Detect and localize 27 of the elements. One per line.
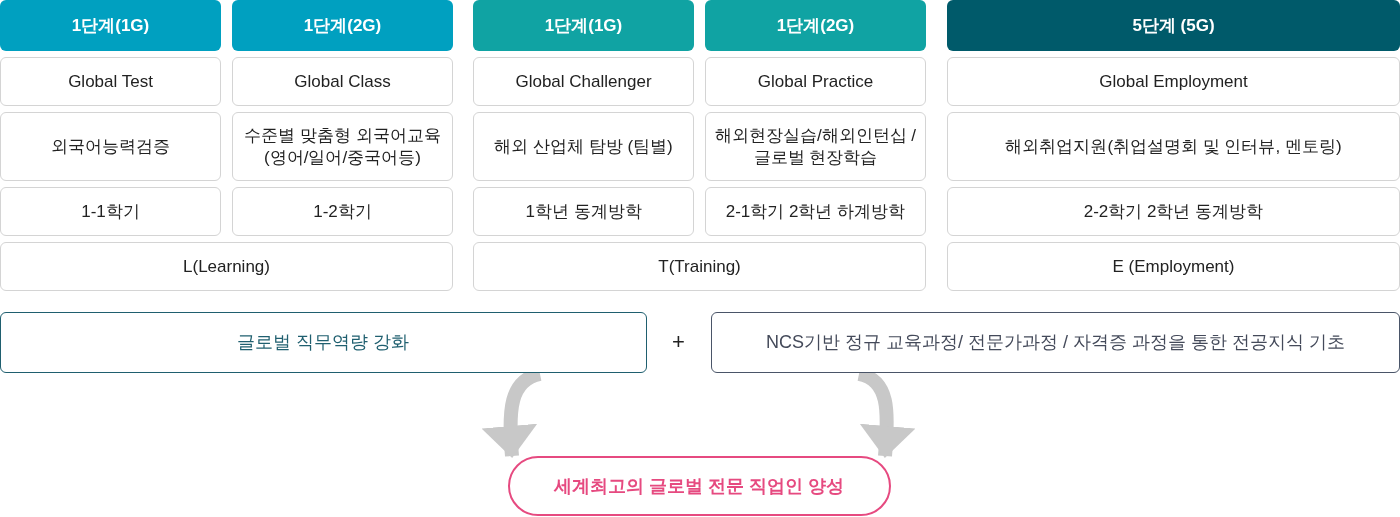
period-cell: 1-2학기 <box>232 187 453 236</box>
program-description: 외국어능력검증 <box>0 112 221 181</box>
program-description: 해외취업지원(취업설명회 및 인터뷰, 멘토링) <box>947 112 1400 181</box>
period-cell: 2-1학기 2학년 하계방학 <box>705 187 926 236</box>
stage-header: 1단계(1G) <box>473 0 694 51</box>
result-box: 세계최고의 글로벌 전문 직업인 양성 <box>508 456 891 516</box>
goal-box: NCS기반 정규 교육과정/ 전문가과정 / 자격증 과정을 통한 전공지식 기초 <box>711 312 1400 373</box>
plus-sign: + <box>672 329 685 355</box>
program-name: Global Employment <box>947 57 1400 106</box>
program-description: 수준별 맞춤형 외국어교육 (영어/일어/중국어등) <box>232 112 453 181</box>
stage-header: 1단계(2G) <box>232 0 453 51</box>
phase-band: T(Training) <box>473 242 926 291</box>
phase-band: L(Learning) <box>0 242 453 291</box>
stage-header: 1단계(2G) <box>705 0 926 51</box>
program-description: 해외현장실습/해외인턴십 /글로벌 현장학습 <box>705 112 926 181</box>
program-name: Global Class <box>232 57 453 106</box>
stage-header: 1단계(1G) <box>0 0 221 51</box>
program-name: Global Test <box>0 57 221 106</box>
period-cell: 1학년 동계방학 <box>473 187 694 236</box>
period-cell: 1-1학기 <box>0 187 221 236</box>
program-name: Global Practice <box>705 57 926 106</box>
stage-header: 5단계 (5G) <box>947 0 1400 51</box>
program-description: 해외 산업체 탐방 (팀별) <box>473 112 694 181</box>
period-cell: 2-2학기 2학년 동계방학 <box>947 187 1400 236</box>
phase-band: E (Employment) <box>947 242 1400 291</box>
goal-box: 글로벌 직무역량 강화 <box>0 312 647 373</box>
program-name: Global Challenger <box>473 57 694 106</box>
